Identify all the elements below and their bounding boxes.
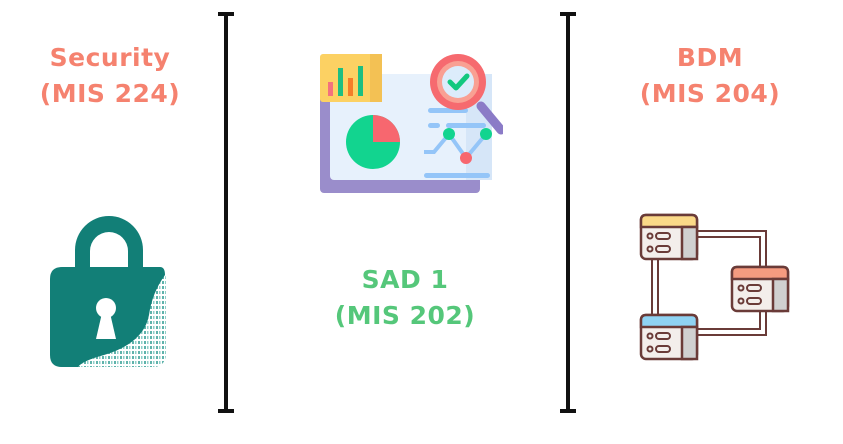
course-code: (MIS 224) [39,79,181,108]
padlock-icon [50,216,166,367]
divider-line [566,12,570,413]
course-code: (MIS 204) [639,79,781,108]
sad-heading: SAD 1 (MIS 202) [310,262,500,334]
divider-cap [218,409,234,413]
course-title: BDM [676,43,744,72]
course-title: SAD 1 [361,265,449,294]
bdm-heading: BDM (MIS 204) [620,40,800,112]
divider-cap [560,409,576,413]
course-code: (MIS 202) [334,301,476,330]
database-network-icon [639,213,790,361]
course-title: Security [49,43,171,72]
security-heading: Security (MIS 224) [20,40,200,112]
divider-line [224,12,228,413]
analytics-dashboard-icon [320,54,503,193]
